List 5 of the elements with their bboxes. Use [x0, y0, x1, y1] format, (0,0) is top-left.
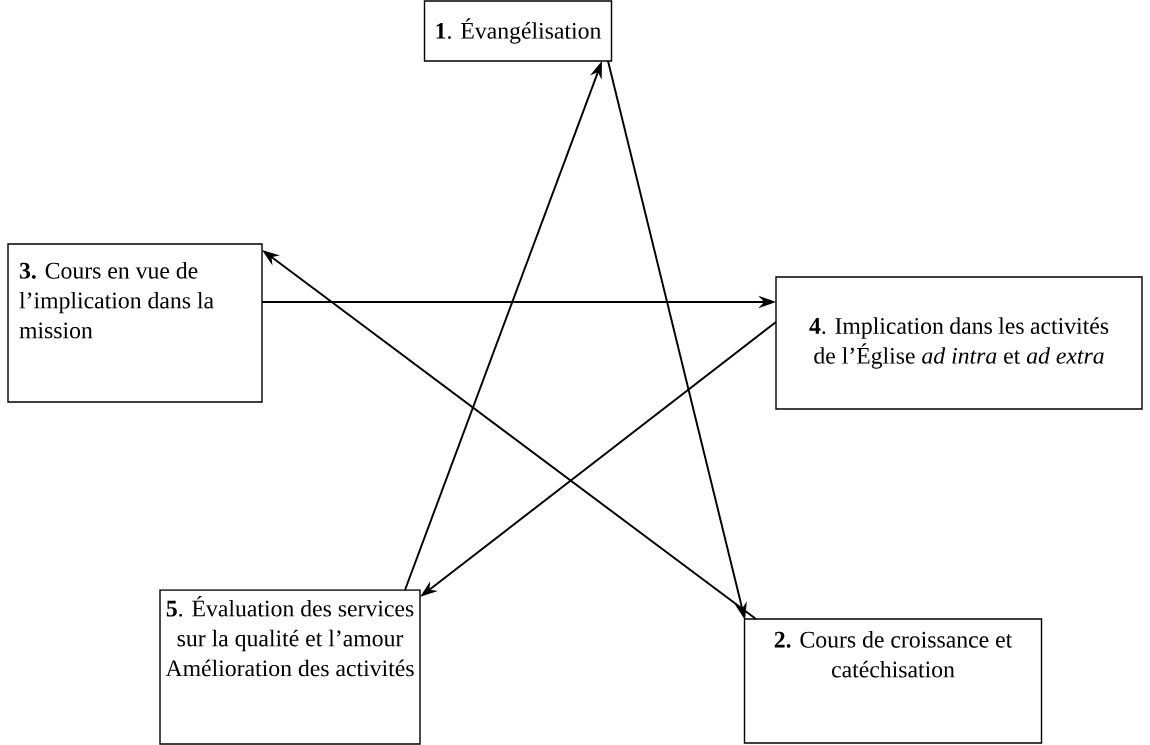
- text-box: 2. Cours de croissance et catéchisation: [743, 618, 1043, 744]
- text-box: 1. Évangélisation: [423, 0, 613, 62]
- text-box: 5. Évaluation des services sur la qualité et l’amour Amélioration des activités: [159, 589, 421, 745]
- text-box: 4. Implication dans les activités de l’Église ad intra et ad extra: [775, 276, 1143, 410]
- text-box: 3. Cours en vue de l’implication dans la mission: [7, 243, 263, 403]
